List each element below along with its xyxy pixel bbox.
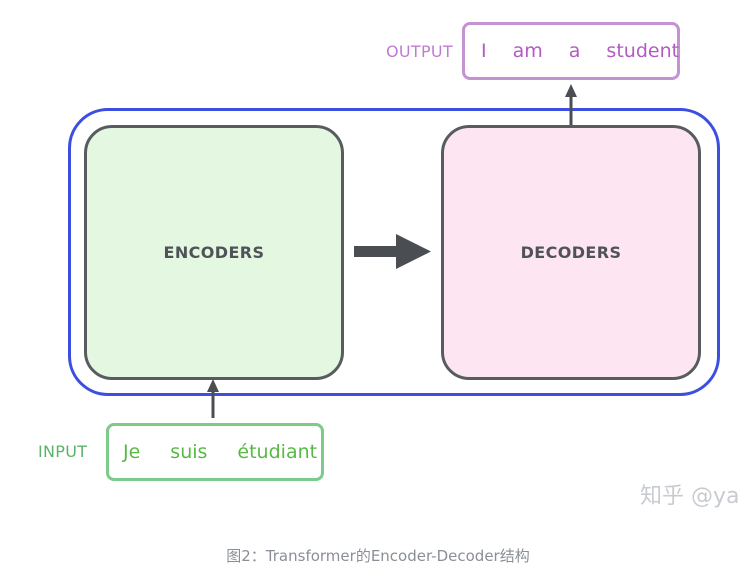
decoders-label: DECODERS — [520, 243, 622, 262]
transformer-frame — [68, 108, 720, 396]
figure-caption: 图2：Transformer的Encoder-Decoder结构 — [226, 547, 530, 565]
output-token: am — [512, 40, 543, 62]
input-sequence-box: Je suis étudiant — [106, 423, 324, 481]
output-token: I — [481, 40, 487, 62]
input-label: INPUT — [38, 442, 88, 461]
output-label: OUTPUT — [386, 42, 454, 61]
input-token: Je — [123, 441, 141, 463]
output-token: student — [606, 40, 680, 62]
decoders-block: DECODERS — [441, 125, 701, 380]
encoders-label: ENCODERS — [163, 243, 265, 262]
output-token: a — [568, 40, 581, 62]
output-sequence-box: I am a student — [462, 22, 680, 80]
watermark: 知乎 @ya — [640, 484, 740, 509]
input-token: suis — [170, 441, 208, 463]
encoders-block: ENCODERS — [84, 125, 344, 380]
input-token: étudiant — [237, 441, 318, 463]
